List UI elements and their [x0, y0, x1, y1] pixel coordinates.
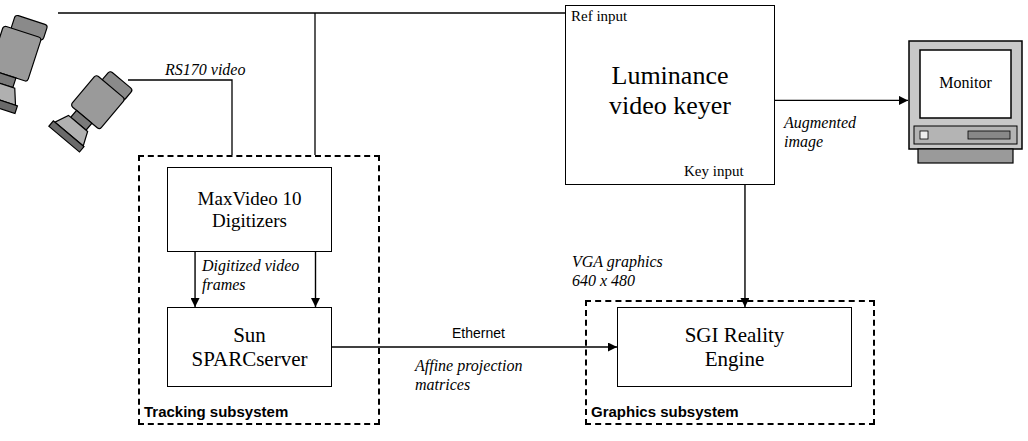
video-wire — [58, 12, 565, 13]
port-label: Key input — [684, 163, 744, 180]
edge-label: VGA graphics 640 x 480 — [572, 252, 690, 290]
connector-arrow — [315, 252, 316, 307]
camera-icon — [0, 11, 48, 115]
connector-arrow — [775, 100, 908, 101]
process-box: SGI Reality Engine — [617, 307, 852, 387]
process-box: MaxVideo 10 Digitizers — [167, 167, 332, 252]
video-wire — [314, 13, 315, 155]
monitor-outline — [908, 40, 1023, 165]
subsystem-group: Tracking subsystem MaxVideo 10 Digitizers… — [138, 155, 380, 425]
annotation-label: RS170 video — [165, 60, 295, 79]
camera-icon — [49, 63, 133, 152]
box-title: SGI Reality Engine — [660, 323, 810, 371]
keyer-box: Ref inputLuminance video keyerKey input — [565, 5, 775, 185]
group-label: Tracking subsystem — [144, 403, 288, 420]
group-label: Graphics subsystem — [591, 403, 739, 420]
video-wire — [128, 80, 232, 155]
monitor-icon: Monitor — [908, 40, 1023, 165]
box-title: Sun SPARCserver — [180, 323, 320, 371]
connector-arrow — [332, 346, 617, 347]
monitor-label: Monitor — [921, 74, 1010, 92]
subsystem-group: Graphics subsystem SGI Reality Engine — [585, 300, 875, 425]
edge-label: Digitized video frames — [202, 256, 310, 294]
box-title: Luminance video keyer — [595, 61, 745, 121]
port-label: Ref input — [571, 8, 627, 25]
annotation-label: Affine projection matrices — [415, 356, 565, 394]
process-box: Sun SPARCserver — [167, 307, 332, 387]
edge-label: Ethernet — [452, 325, 542, 342]
edge-label: Augmented image — [784, 113, 884, 151]
connector-arrow — [194, 252, 195, 307]
box-title: MaxVideo 10 Digitizers — [185, 188, 315, 232]
connector-arrow — [744, 185, 745, 307]
